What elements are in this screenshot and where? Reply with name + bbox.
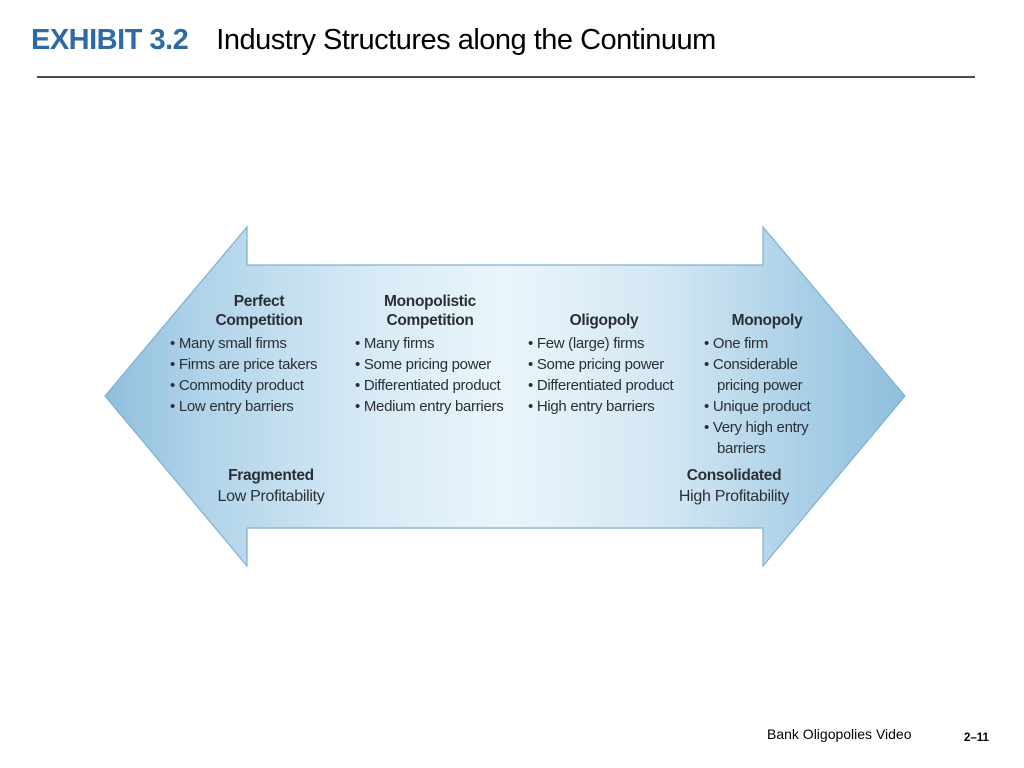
bullet-item: One firm — [704, 333, 830, 354]
double-arrow-shape — [104, 225, 906, 568]
bullet-list: Many small firms Firms are price takers … — [170, 333, 348, 417]
consolidated-label: Consolidated High Profitability — [634, 466, 834, 507]
title-divider — [37, 76, 975, 78]
bullet-list: One firm Considerable pricing power Uniq… — [704, 333, 830, 459]
slide-header: EXHIBIT 3.2 Industry Structures along th… — [31, 24, 716, 57]
column-heading: Oligopoly — [528, 288, 680, 330]
bullet-item: Very high entry barriers — [704, 417, 830, 459]
bullet-item: Low entry barriers — [170, 396, 348, 417]
column-heading-line1: Perfect — [233, 293, 285, 310]
bullet-item: Few (large) firms — [528, 333, 680, 354]
bullet-item: Firms are price takers — [170, 354, 348, 375]
bullet-item: Commodity product — [170, 375, 348, 396]
column-heading: Monopoly — [704, 288, 830, 330]
fragmented-title: Fragmented — [228, 467, 314, 484]
bullet-item: High entry barriers — [528, 396, 680, 417]
fragmented-label: Fragmented Low Profitability — [171, 466, 371, 507]
column-heading: Perfect Competition — [170, 288, 348, 330]
column-heading-line2: Competition — [215, 312, 303, 329]
fragmented-subtitle: Low Profitability — [217, 488, 325, 505]
bullet-list: Many firms Some pricing power Differenti… — [355, 333, 505, 417]
bullet-item: Differentiated product — [528, 375, 680, 396]
bullet-item: Unique product — [704, 396, 830, 417]
slide-page-number: 2–11 — [964, 732, 989, 744]
bullet-item: Considerable pricing power — [704, 354, 830, 396]
bank-oligopolies-video-link[interactable]: Bank Oligopolies Video — [767, 726, 912, 742]
column-heading-line1: Monopolistic — [384, 293, 476, 310]
bullet-item: Many firms — [355, 333, 505, 354]
bullet-list: Few (large) firms Some pricing power Dif… — [528, 333, 680, 417]
bullet-item: Differentiated product — [355, 375, 505, 396]
column-heading-line2: Oligopoly — [569, 312, 639, 329]
column-heading: Monopolistic Competition — [355, 288, 505, 330]
column-heading-line2: Competition — [386, 312, 474, 329]
exhibit-label: EXHIBIT 3.2 — [31, 24, 189, 56]
bullet-item: Some pricing power — [528, 354, 680, 375]
consolidated-title: Consolidated — [686, 467, 782, 484]
bullet-item: Some pricing power — [355, 354, 505, 375]
column-heading-line2: Monopoly — [731, 312, 803, 329]
bullet-item: Medium entry barriers — [355, 396, 505, 417]
bullet-item: Many small firms — [170, 333, 348, 354]
consolidated-subtitle: High Profitability — [678, 488, 790, 505]
page-title: Industry Structures along the Continuum — [216, 24, 716, 56]
